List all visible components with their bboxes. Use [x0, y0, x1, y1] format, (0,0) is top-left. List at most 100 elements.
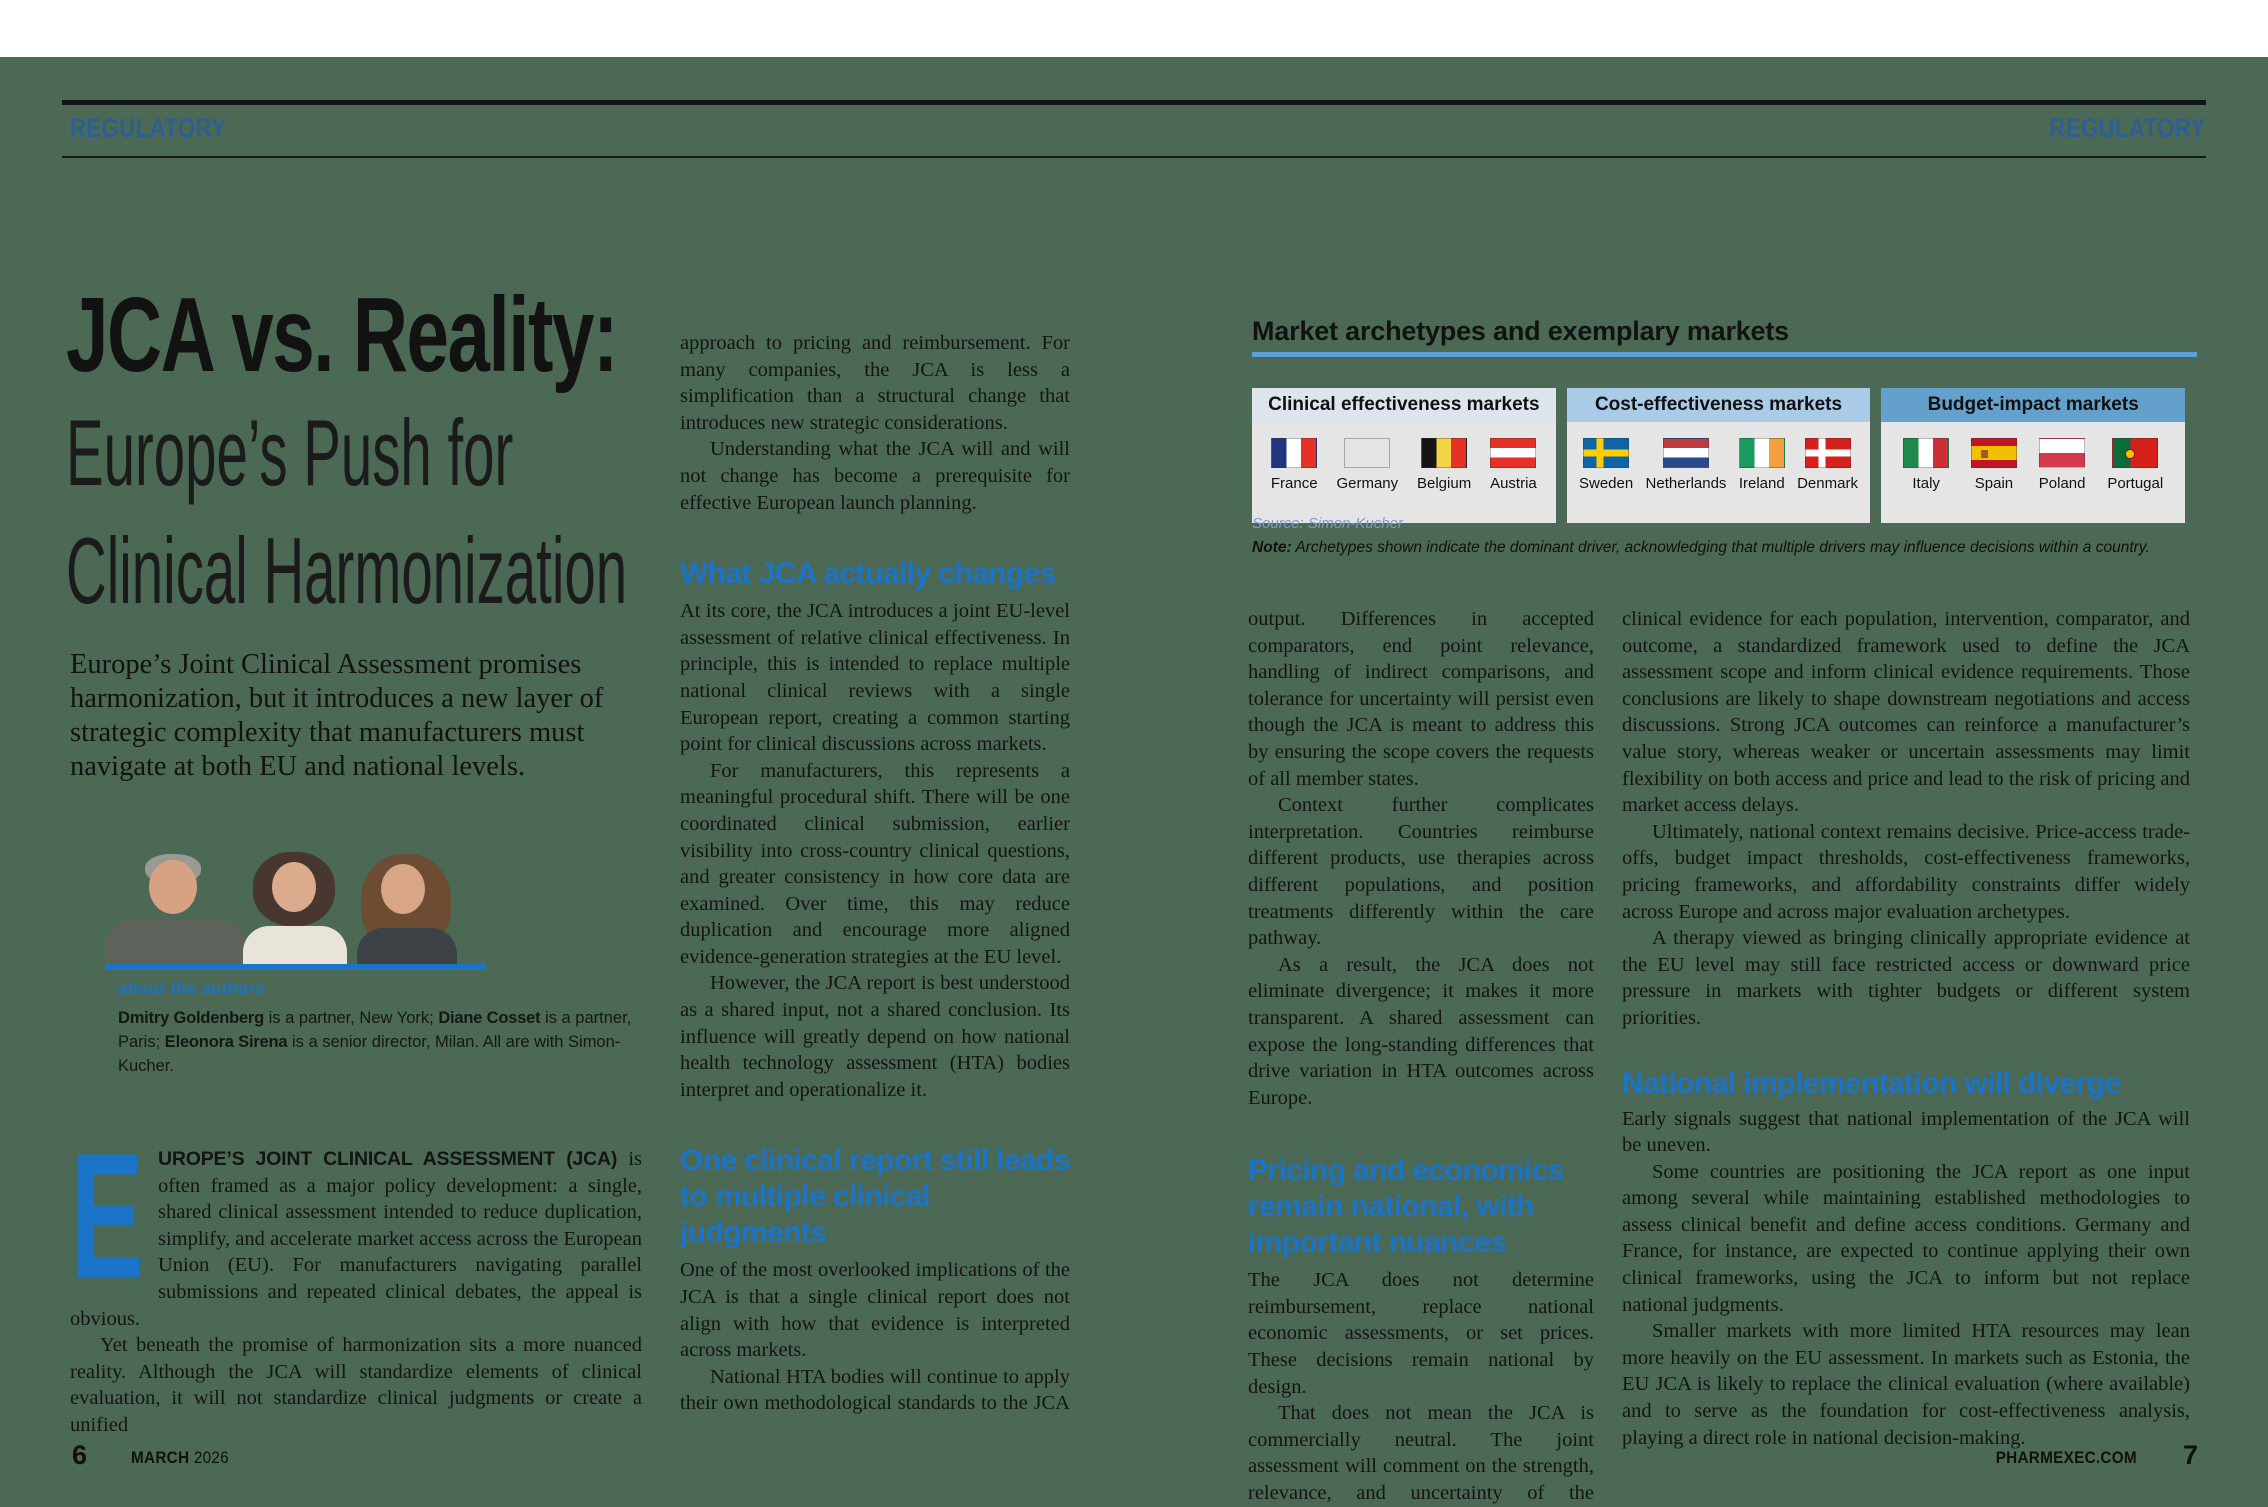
spain-flag-icon: [1970, 438, 2017, 468]
sweden-flag-icon: [1583, 438, 1630, 468]
market-label: Italy: [1912, 475, 1940, 492]
left-page-column-1: E UROPE’S JOINT CLINICAL ASSESSMENT (JCA)…: [70, 1116, 642, 1439]
market-label: Netherlands: [1645, 475, 1727, 492]
author-bio-seg-1: is a partner, New York;: [264, 1009, 439, 1027]
about-authors-label: about the authors: [118, 979, 265, 998]
author-name-1: Dmitry Goldenberg: [118, 1009, 265, 1027]
author-bio-seg-2: is a partner, Paris;: [118, 1009, 632, 1051]
footer-issue: MARCH 2026: [131, 1448, 229, 1468]
chart-source: Source: Simon-Kucher: [1252, 515, 1403, 532]
france-flag-icon: [1271, 438, 1318, 468]
section-heading: National implementation will diverge: [1622, 1066, 2121, 1100]
drop-cap: E: [70, 1116, 144, 1315]
italy-flag-icon: [1903, 438, 1950, 468]
netherlands-flag-icon: [1662, 438, 1709, 468]
body-paragraph: Context further complicates interpretati…: [1248, 794, 1594, 950]
body-paragraph: As a result, the JCA does not eliminate …: [1248, 953, 1594, 1109]
body-paragraph: E UROPE’S JOINT CLINICAL ASSESSMENT (JCA)…: [70, 1116, 642, 1332]
article-subtitle-line2: Clinical Harmonization: [66, 518, 628, 623]
market-label: Belgium: [1417, 475, 1472, 492]
paragraph-text: is often framed as a major policy develo…: [70, 1148, 642, 1330]
author-name-2: Diane Cosset: [438, 1009, 541, 1027]
market-label: France: [1270, 475, 1318, 492]
article-subtitle-line1: Europe’s Push for: [66, 400, 514, 505]
body-paragraph: For manufacturers, this represents a mea…: [680, 759, 1070, 968]
market-label: Portugal: [2107, 475, 2164, 492]
market-label: Ireland: [1738, 475, 1785, 492]
paragraph-lead-in: UROPE’S JOINT CLINICAL ASSESSMENT (JCA): [158, 1148, 618, 1170]
section-heading: Pricing and economics remain national, w…: [1248, 1154, 1564, 1260]
top-white-band: [0, 0, 2268, 57]
body-paragraph: However, the JCA report is best understo…: [680, 972, 1070, 1101]
market-label: Germany: [1336, 475, 1399, 492]
germany-flag-icon: [1344, 438, 1391, 468]
right-page-column-2: clinical evidence for each population, i…: [1622, 606, 2190, 1451]
panel-body: Sweden Netherlands Ireland Denmark: [1566, 422, 1871, 523]
market-item: Poland: [2039, 438, 2086, 492]
header-rule-thin: [62, 156, 2206, 158]
market-item: Netherlands: [1645, 438, 1727, 492]
panel-header: Budget-impact markets: [1881, 388, 2186, 422]
body-paragraph: Smaller markets with more limited HTA re…: [1622, 1320, 2190, 1449]
poland-flag-icon: [2039, 438, 2086, 468]
section-heading: What JCA actually changes: [680, 557, 1056, 591]
panel-budget-impact: Budget-impact markets Italy Spain Poland…: [1881, 388, 2186, 523]
body-paragraph: output. Differences in accepted comparat…: [1248, 608, 1594, 790]
body-paragraph: Understanding what the JCA will and will…: [680, 438, 1070, 514]
belgium-flag-icon: [1421, 438, 1468, 468]
body-paragraph: Yet beneath the promise of harmonization…: [70, 1334, 642, 1436]
body-paragraph: At its core, the JCA introduces a joint …: [680, 600, 1070, 756]
market-item: Belgium: [1417, 438, 1471, 492]
panel-body: Italy Spain Poland Portugal: [1881, 422, 2186, 523]
body-paragraph: The JCA does not determine reimbursement…: [1248, 1269, 1594, 1398]
portugal-flag-icon: [2112, 438, 2159, 468]
author-bio-seg-3: is a senior director, Milan. All are wit…: [118, 1033, 621, 1075]
panel-body: France Germany Belgium Austria: [1252, 422, 1556, 523]
author-bio: Dmitry Goldenberg is a partner, New York…: [118, 1006, 634, 1078]
archetype-panels: Clinical effectiveness markets France Ge…: [1252, 388, 2186, 523]
market-label: Poland: [2038, 475, 2086, 492]
header-rule-thick: [62, 100, 2206, 105]
market-item: Ireland: [1738, 438, 1785, 492]
author-photo-2: [243, 852, 347, 966]
market-item: Denmark: [1797, 438, 1858, 492]
author-photos: [105, 852, 461, 966]
article-title: JCA vs. Reality:: [66, 276, 618, 394]
right-page-column-1: output. Differences in accepted comparat…: [1248, 606, 1594, 1507]
panel-header: Clinical effectiveness markets: [1252, 388, 1556, 422]
footer-site: PHARMEXEC.COM: [1996, 1448, 2137, 1468]
section-heading: One clinical report still leads to multi…: [680, 1144, 1070, 1250]
body-paragraph: Ultimately, national context remains dec…: [1622, 820, 2190, 923]
page-number-right: 7: [2182, 1440, 2198, 1470]
market-label: Denmark: [1797, 475, 1858, 492]
body-paragraph: Some countries are positioning the JCA r…: [1622, 1160, 2190, 1316]
author-photo-3: [353, 852, 461, 966]
footer-year: 2026: [193, 1448, 229, 1467]
market-item: Germany: [1336, 438, 1398, 492]
market-label: Austria: [1490, 475, 1537, 492]
market-item: Austria: [1490, 438, 1537, 492]
section-kicker-right: REGULATORY: [2049, 113, 2206, 143]
body-paragraph: That does not mean the JCA is commercial…: [1248, 1402, 1594, 1505]
body-paragraph: National HTA bodies will continue to app…: [680, 1365, 1070, 1415]
author-photo-1: [105, 852, 247, 966]
body-paragraph: Early signals suggest that national impl…: [1622, 1107, 2190, 1157]
chart-note-label: Note:: [1252, 539, 1292, 556]
panel-cost-effectiveness: Cost-effectiveness markets Sweden Nether…: [1566, 388, 1871, 523]
page-number-left: 6: [72, 1440, 88, 1470]
market-item: Sweden: [1579, 438, 1633, 492]
body-paragraph: A therapy viewed as bringing clinically …: [1622, 927, 2190, 1029]
panel-clinical-effectiveness: Clinical effectiveness markets France Ge…: [1252, 388, 1556, 523]
austria-flag-icon: [1490, 438, 1537, 468]
chart-note: Note: Archetypes shown indicate the domi…: [1252, 539, 2196, 557]
chart-title-underline: [1252, 352, 2197, 357]
footer-month: MARCH: [131, 1448, 190, 1467]
section-kicker-left: REGULATORY: [70, 113, 227, 143]
market-item: Italy: [1903, 438, 1950, 492]
body-paragraph: approach to pricing and reimbursement. F…: [680, 332, 1070, 434]
standfirst: Europe’s Joint Clinical Assessment promi…: [70, 649, 604, 782]
left-page-column-2: approach to pricing and reimbursement. F…: [680, 330, 1070, 1417]
market-item: France: [1271, 438, 1318, 492]
panel-header: Cost-effectiveness markets: [1566, 388, 1871, 422]
